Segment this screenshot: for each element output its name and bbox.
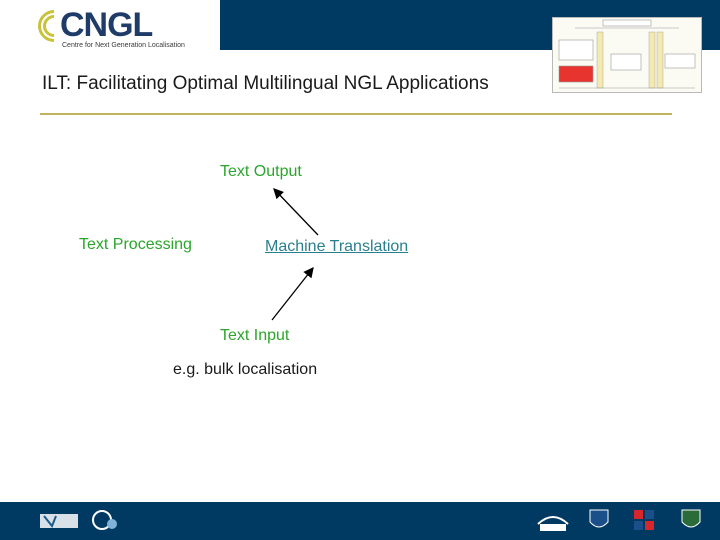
logo-text: CNGL [60, 6, 153, 44]
translation-to-output-arrow [273, 188, 319, 236]
architecture-thumbnail [552, 17, 702, 93]
node-text-input: Text Input [220, 327, 290, 344]
hea-logo-icon [92, 510, 117, 530]
node-example: e.g. bulk localisation [173, 361, 318, 378]
input-to-translation-arrow [271, 266, 314, 321]
dcu-logo-icon [537, 516, 569, 531]
title-divider [40, 113, 672, 115]
node-text-output: Text Output [220, 163, 302, 180]
logo-tagline: Centre for Next Generation Localisation [62, 42, 185, 49]
ul-logo-icon [681, 509, 701, 528]
node-machine-translation[interactable]: Machine Translation [265, 238, 409, 255]
tcd-logo-icon [634, 510, 654, 530]
ndp-logo-icon [40, 514, 78, 528]
cngl-logo: CNGL Centre for Next Generation Localisa… [31, 3, 213, 54]
page-title: ILT: Facilitating Optimal Multilingual N… [42, 73, 489, 94]
node-text-processing: Text Processing [79, 236, 192, 253]
architecture-diagram-icon [558, 19, 696, 89]
ucd-logo-icon [589, 509, 609, 528]
